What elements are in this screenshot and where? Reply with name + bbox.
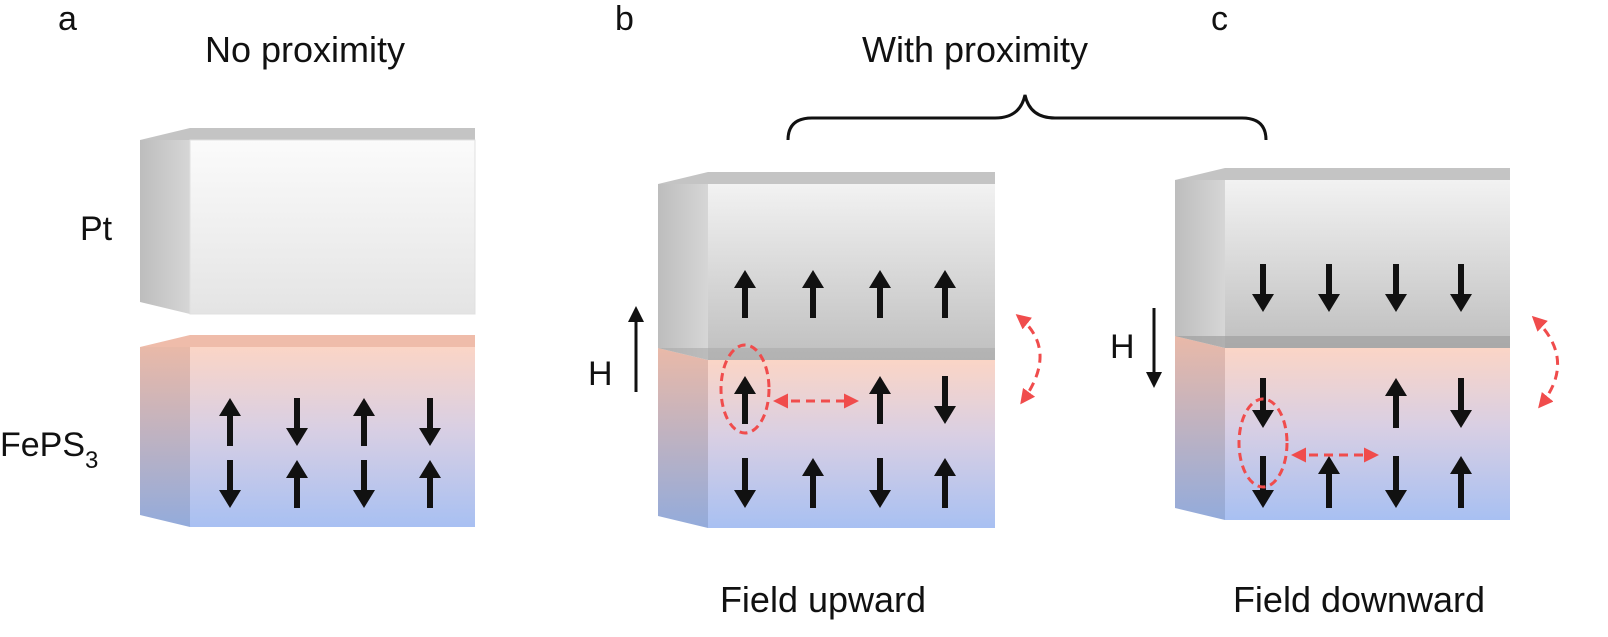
panel-a-spin-row2-2 (286, 460, 308, 508)
panel-b-fe-spin-row2-2 (802, 458, 824, 508)
panel-a-spin-row1-2 (286, 398, 308, 446)
panel-b-pt-block (658, 172, 995, 360)
panel-b-pt-spin-4 (934, 270, 956, 318)
panel-c-pt-block (1175, 168, 1510, 348)
panel-b-fe-spin-row2-1 (734, 458, 756, 508)
pt-label: Pt (80, 210, 113, 248)
panel-c-field-label: H (1110, 328, 1135, 366)
panel-b-fe-spin-row1-4 (934, 376, 956, 424)
panel-a-stack (140, 128, 476, 527)
panel-b-letter: b (615, 0, 634, 38)
panel-c-pt-spin-4 (1450, 264, 1472, 312)
panel-c-fe-spin-row2-4 (1450, 456, 1472, 508)
panel-c-fe-spin-row2-3 (1385, 456, 1407, 508)
panel-b-pt-spin-2 (802, 270, 824, 318)
panel-c-pt-spin-1 (1252, 264, 1274, 312)
panel-a-title: No proximity (205, 29, 405, 70)
panel-b-fe-spin-row1-1 (734, 376, 756, 424)
panel-a-feps3-block (140, 335, 475, 527)
panel-a-spin-row1-3 (353, 398, 375, 446)
feps3-main: FePS (0, 426, 85, 464)
panel-c-fe-spin-row1-3 (1385, 378, 1407, 428)
panel-c-field-arrow (1146, 308, 1162, 388)
panel-c-pt-spin-2 (1318, 264, 1340, 312)
panel-b-pt-spin-3 (869, 270, 891, 318)
panel-a-spin-row2-1 (219, 460, 241, 508)
panel-c-pt-spin-3 (1385, 264, 1407, 312)
panel-a-spin-row1-1 (219, 398, 241, 446)
panel-c-caption: Field downward (1233, 579, 1485, 620)
panel-b-field-label: H (588, 355, 613, 393)
panel-b-caption: Field upward (720, 579, 926, 620)
panel-b-fe-spin-row2-3 (869, 458, 891, 508)
panel-b-highlight-ellipse (719, 343, 771, 435)
group-brace (786, 94, 1268, 141)
panel-c-rotation-arrow (1531, 315, 1560, 409)
shared-title: With proximity (862, 29, 1088, 70)
panel-c-letter: c (1211, 0, 1228, 38)
panel-c-fe-spin-row1-1 (1252, 378, 1274, 428)
panel-b-pt-spin-1 (734, 270, 756, 318)
spin-arrows (219, 264, 1472, 508)
panel-a-pt-block (140, 128, 476, 315)
feps3-subscript: 3 (85, 447, 98, 474)
panel-a-letter: a (58, 0, 77, 38)
panel-c-highlight-ellipse (1237, 397, 1289, 489)
panel-c-fe-spin-row2-1 (1252, 456, 1274, 508)
panel-b-field-arrow (628, 306, 644, 392)
panel-a-spin-row2-3 (353, 460, 375, 508)
panel-b-rotation-arrow (1015, 314, 1042, 405)
panel-c-fe-spin-row2-2 (1318, 456, 1340, 508)
panel-b-fe-spin-row2-4 (934, 458, 956, 508)
panel-a-spin-row1-4 (419, 398, 441, 446)
panel-b-fe-spin-row1-3 (869, 376, 891, 424)
panel-a-spin-row2-4 (419, 460, 441, 508)
feps3-label: FePS3 (0, 426, 98, 474)
panel-c-fe-spin-row1-4 (1450, 378, 1472, 428)
